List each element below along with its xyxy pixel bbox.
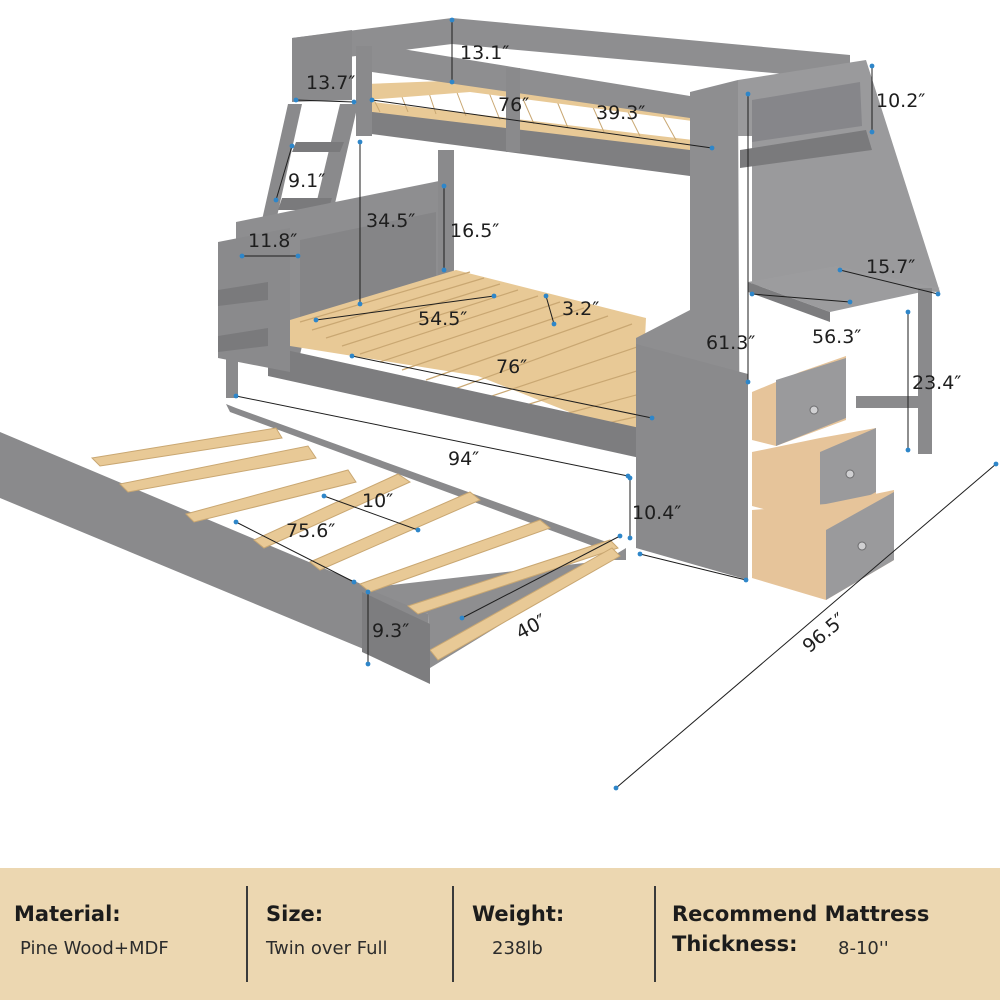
- dim-total-height: 61.3″: [706, 332, 756, 354]
- spec-mattress: Recommend Mattress Thickness: 8-10'': [658, 868, 1000, 1000]
- spec-bar: Material: Pine Wood+MDF Size: Twin over …: [0, 868, 1000, 1000]
- weight-value: 238lb: [492, 938, 543, 959]
- bunk-bed-diagram: [0, 17, 999, 791]
- size-value: Twin over Full: [266, 938, 388, 959]
- dim-lower-bed-width: 54.5″: [418, 308, 468, 330]
- dim-trundle-height: 9.3″: [372, 620, 410, 642]
- dimension-lines: [233, 17, 999, 791]
- material-label: Material:: [14, 902, 121, 926]
- dim-trundle-slat-gap: 10″: [362, 490, 394, 512]
- dim-ladder-step-depth: 11.8″: [248, 230, 298, 252]
- dim-desk-height: 23.4″: [912, 372, 962, 394]
- dim-desk-depth: 15.7″: [866, 256, 916, 278]
- mattress-label-line2: Thickness:: [672, 932, 798, 956]
- material-value: Pine Wood+MDF: [20, 938, 169, 959]
- spec-divider: [654, 886, 656, 982]
- dim-total-length: 94″: [448, 448, 480, 470]
- size-label: Size:: [266, 902, 324, 926]
- dim-storage-height: 10.4″: [632, 502, 682, 524]
- spec-material: Material: Pine Wood+MDF: [0, 868, 244, 1000]
- mattress-value: 8-10'': [838, 938, 889, 959]
- dim-shelf-height: 10.2″: [876, 90, 926, 112]
- dim-upper-rail-height: 13.1″: [460, 42, 510, 64]
- trundle: [0, 404, 626, 684]
- dim-lower-bed-length: 76″: [496, 356, 528, 378]
- dim-slat-gap: 3.2″: [562, 298, 600, 320]
- spec-divider: [246, 886, 248, 982]
- dim-upper-bed-length: 76″: [498, 94, 530, 116]
- spec-weight: Weight: 238lb: [456, 868, 652, 1000]
- dim-upper-bed-width: 39.3″: [596, 102, 646, 124]
- dim-ladder-width-top: 13.7″: [306, 72, 356, 94]
- dim-ladder-step-spacing: 9.1″: [288, 170, 326, 192]
- drawers: [752, 356, 894, 600]
- spec-size: Size: Twin over Full: [250, 868, 450, 1000]
- dim-trundle-length: 75.6″: [286, 520, 336, 542]
- spec-divider: [452, 886, 454, 982]
- mattress-label-line1: Recommend Mattress: [672, 902, 930, 926]
- dim-lower-rail-height: 16.5″: [450, 220, 500, 242]
- weight-label: Weight:: [472, 902, 565, 926]
- dim-headroom: 34.5″: [366, 210, 416, 232]
- dim-desk-length: 56.3″: [812, 326, 862, 348]
